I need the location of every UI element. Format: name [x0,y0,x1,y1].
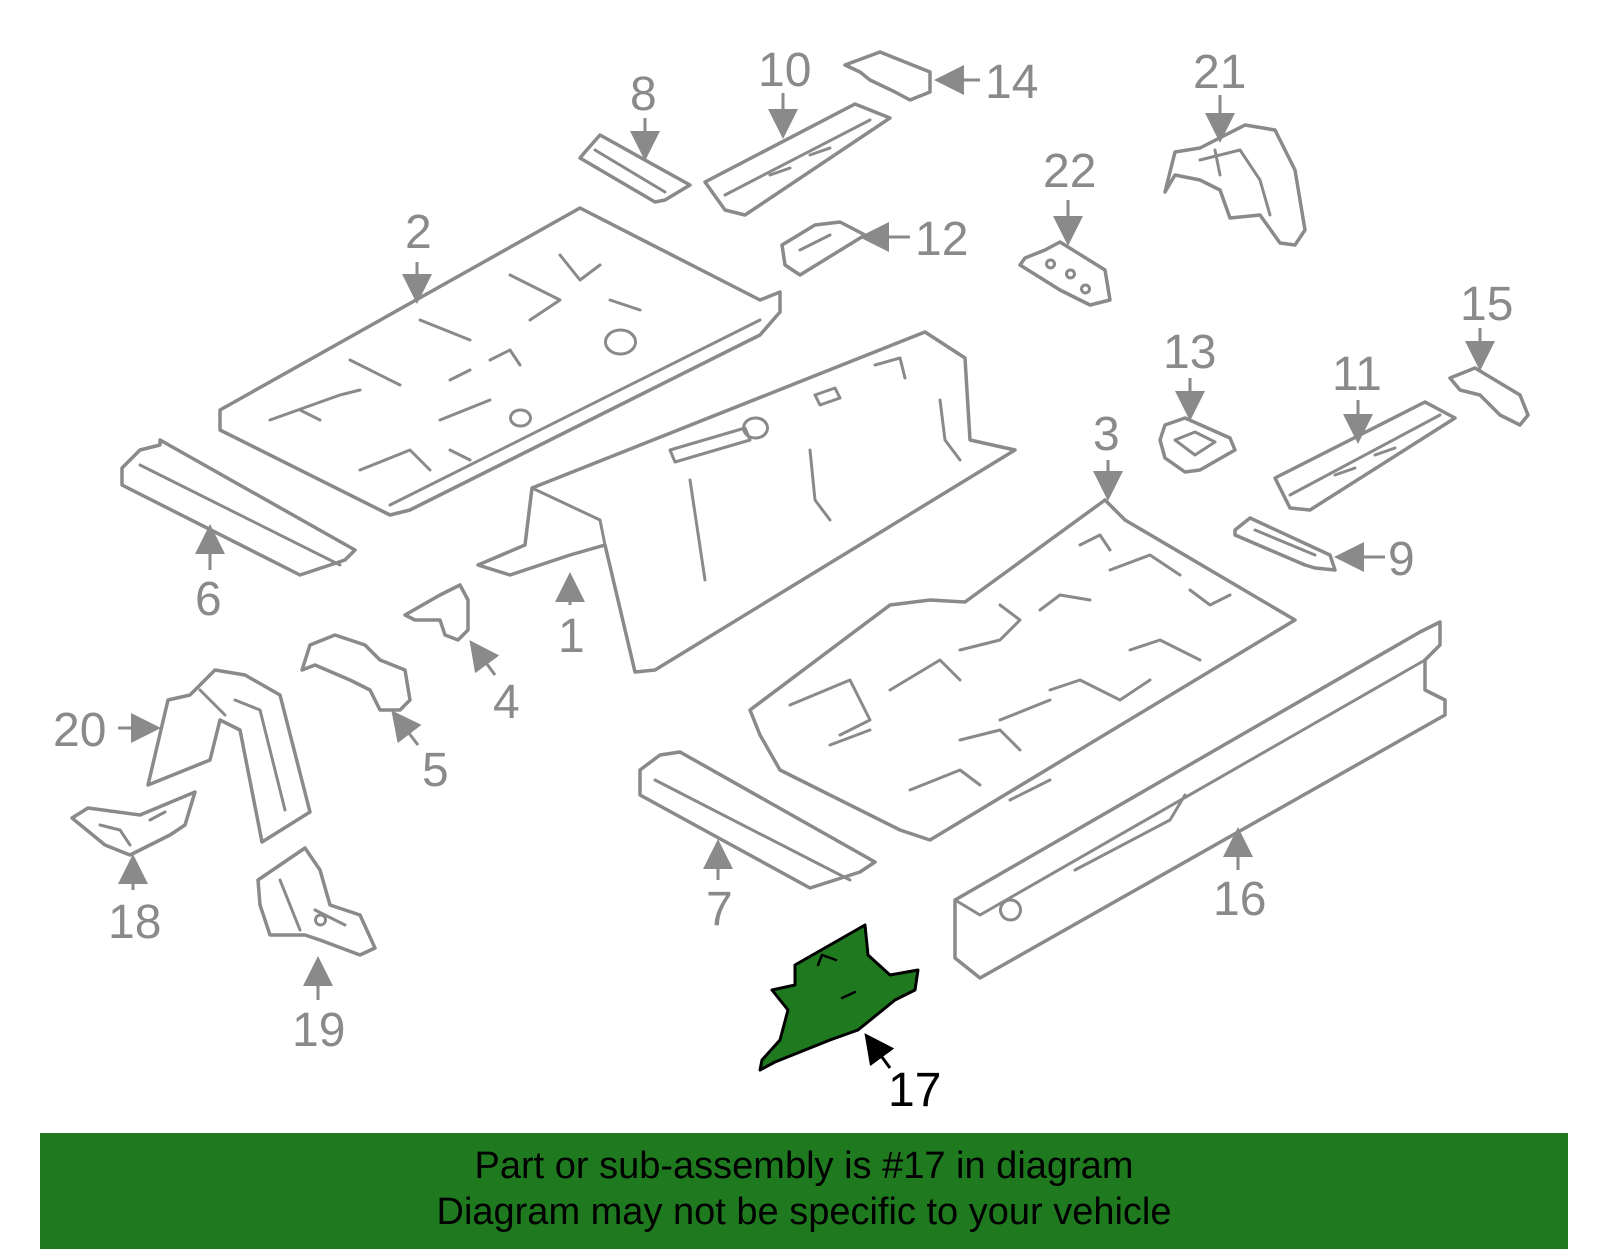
part-14-bracket[interactable] [843,50,932,102]
part-21-wheelhouse[interactable] [1163,123,1307,247]
part-8-bracket[interactable] [578,133,692,204]
callout-number: 5 [422,744,449,797]
callout-number: 3 [1093,408,1120,461]
callout-number: 14 [985,56,1038,109]
callout-number: 10 [758,44,811,97]
callout-number: 7 [706,883,733,936]
callout-number: 9 [1388,533,1415,586]
part-1-tunnel[interactable] [476,330,1017,674]
callout-number: 6 [195,573,222,626]
part-5-bracket[interactable] [300,633,412,712]
callout-number: 8 [630,68,657,121]
banner-line-disclaimer: Diagram may not be specific to your vehi… [436,1191,1172,1233]
callout-number: 15 [1460,278,1513,331]
part-10-reinforcement[interactable] [703,102,892,217]
callouts: 2 1 3 4 5 6 7 8 9 10 11 12 13 14 15 16 1 [53,44,1513,1117]
part-19-bracket[interactable] [256,846,377,957]
part-4-bracket[interactable] [403,583,470,642]
banner-line-part-number: Part or sub-assembly is #17 in diagram [474,1145,1134,1187]
callout-number-highlighted: 17 [888,1064,941,1117]
part-20-wheelhouse[interactable] [146,668,312,844]
part-2-floor-pan[interactable] [218,206,782,517]
callout-number: 12 [915,213,968,266]
part-13-cover[interactable] [1158,416,1237,474]
callout-number: 11 [1332,348,1382,401]
part-6-crossmember[interactable] [120,438,357,577]
callout-number: 19 [292,1004,345,1057]
part-22-bracket[interactable] [1018,240,1112,307]
callout-number: 2 [405,206,432,259]
part-18-bracket[interactable] [70,790,197,857]
part-15-bracket[interactable] [1448,366,1530,427]
part-11-reinforcement[interactable] [1273,400,1457,512]
callout-number: 1 [558,610,585,663]
callout-number: 18 [108,896,161,949]
callout-number: 20 [53,704,106,757]
part-16-side-rail[interactable] [953,620,1447,980]
part-9-bracket[interactable] [1233,516,1337,572]
callout-number: 16 [1213,873,1266,926]
part-3-front-floor[interactable] [748,498,1297,842]
callout-number: 13 [1163,326,1216,379]
part-17-highlighted[interactable] [758,923,920,1072]
info-banner: Part or sub-assembly is #17 in diagram D… [40,1133,1568,1249]
callout-number: 4 [493,676,520,729]
callout-number: 21 [1193,46,1246,99]
part-7-crossmember[interactable] [638,750,877,890]
part-12-plate[interactable] [780,220,867,277]
callout-number: 22 [1043,145,1096,198]
